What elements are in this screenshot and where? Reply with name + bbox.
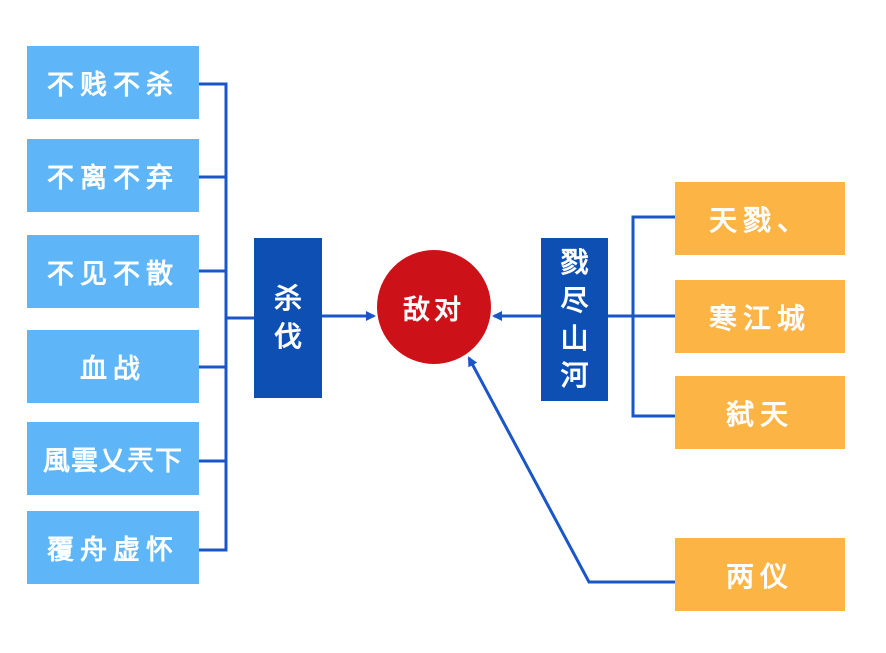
right-item-3: 弑天 (675, 376, 845, 449)
right-item-1: 天戮、 (675, 182, 845, 255)
left-item-5: 風雲乂兲下 (27, 422, 199, 495)
group-node-lujin-shanhe: 戮尽山河 (541, 238, 608, 401)
left-item-2: 不离不弃 (27, 139, 199, 212)
group-node-shafa: 杀伐 (254, 238, 322, 398)
arrow-standalone-to-center (467, 356, 675, 584)
center-node: 敌对 (377, 250, 491, 364)
left-item-4: 血战 (27, 330, 199, 403)
left-item-6: 覆舟虚怀 (27, 511, 199, 584)
left-bracket-line (199, 82, 228, 552)
left-item-3: 不见不散 (27, 235, 199, 308)
right-item-2: 寒江城 (675, 280, 845, 353)
left-item-1: 不贱不杀 (27, 46, 199, 119)
standalone-node: 两仪 (675, 538, 845, 611)
